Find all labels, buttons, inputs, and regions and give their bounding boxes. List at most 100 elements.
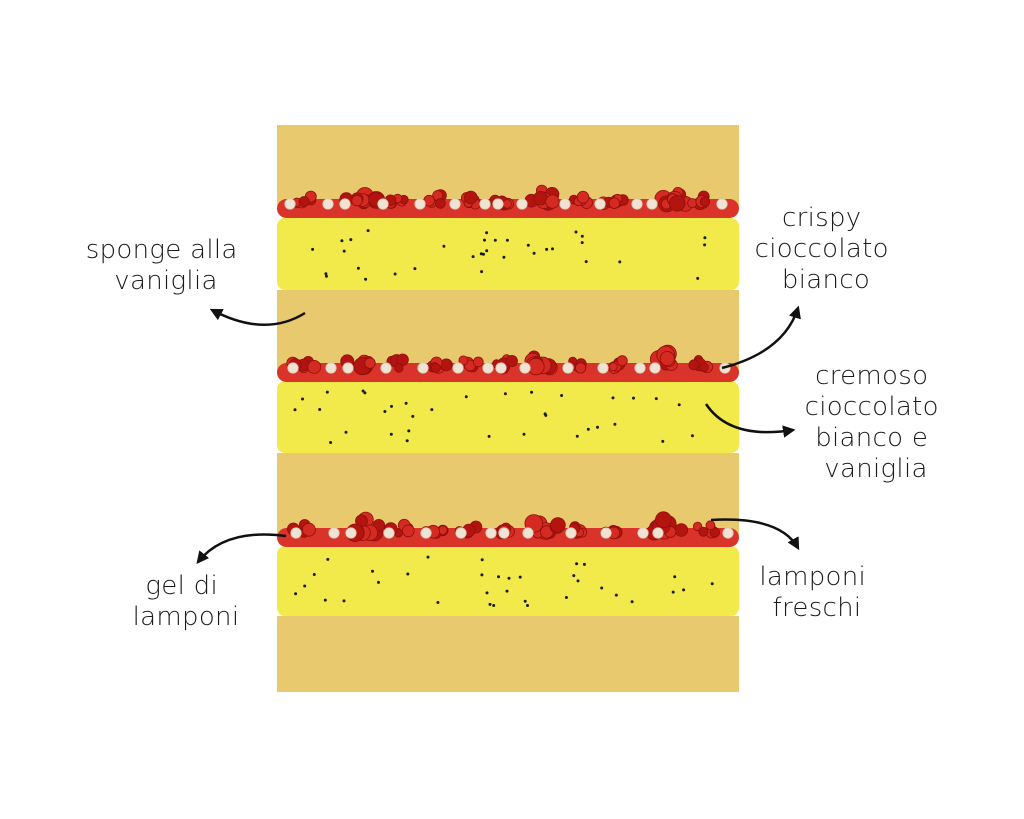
- crispy-pearl: [449, 198, 461, 210]
- cream-speck: [411, 414, 415, 418]
- cream-speck: [580, 234, 584, 238]
- cream-speck: [366, 229, 370, 233]
- cream-speck: [551, 247, 554, 251]
- crispy-pearl: [652, 527, 664, 539]
- cream-speck: [436, 601, 440, 604]
- crispy-pearl: [452, 362, 464, 374]
- label-lamponi: lamponi freschi: [759, 562, 874, 623]
- cream-speck: [507, 576, 511, 580]
- raspberry: [705, 520, 716, 531]
- cream-speck: [614, 593, 618, 597]
- cream-speck: [503, 392, 507, 396]
- crispy-pearl: [646, 198, 658, 210]
- cream-speck: [671, 590, 675, 594]
- label-sponge: sponge alla vaniglia: [86, 235, 247, 296]
- raspberry: [698, 526, 709, 537]
- arrow-gel: [196, 533, 287, 564]
- cream-speck: [582, 562, 586, 566]
- cream-speck: [505, 238, 509, 242]
- cream-speck: [596, 425, 599, 429]
- crispy-pearl: [325, 362, 337, 374]
- raspberry: [301, 522, 316, 537]
- raspberry: [351, 194, 363, 207]
- raspberry: [699, 362, 709, 373]
- raspberry: [688, 359, 700, 371]
- crispy-pearl: [649, 362, 661, 374]
- cream-speck: [487, 434, 491, 438]
- cream-speck: [560, 394, 564, 397]
- raspberry: [545, 194, 560, 209]
- cream-speck: [413, 267, 417, 271]
- cream-speck: [430, 408, 434, 412]
- cream-speck: [406, 572, 410, 576]
- cream-speck: [480, 270, 484, 274]
- cream-speck: [673, 575, 677, 579]
- cream-speck: [485, 249, 489, 253]
- raspberry: [401, 524, 415, 538]
- raspberry: [659, 351, 675, 367]
- crispy-pearl: [559, 198, 571, 210]
- cream-speck: [696, 276, 700, 280]
- crispy-pearl: [597, 362, 609, 374]
- crispy-pearl: [516, 198, 528, 210]
- crispy-pearl: [322, 198, 334, 210]
- cream-speck: [393, 272, 397, 276]
- cream-speck: [575, 434, 579, 438]
- cream-speck: [480, 558, 484, 562]
- label-crispy: crispy cioccolato bianco: [755, 203, 898, 295]
- cream-speck: [405, 439, 409, 443]
- raspberry: [463, 190, 478, 205]
- cream-speck: [526, 243, 530, 247]
- cream-speck: [505, 589, 509, 593]
- cream-speck: [682, 588, 686, 592]
- raspberry: [435, 198, 446, 209]
- cream-speck: [377, 580, 380, 584]
- cream-speck: [545, 247, 549, 251]
- cream-speck: [703, 243, 707, 247]
- crispy-pearl: [342, 362, 354, 374]
- cream-speck: [600, 586, 604, 590]
- raspberry: [394, 363, 404, 373]
- label-cremoso: cremoso cioccolato bianco e vaniglia: [805, 361, 948, 484]
- cream-speck: [532, 251, 536, 255]
- cream-speck: [356, 266, 360, 270]
- cream-speck: [526, 604, 529, 607]
- cremoso-layer: [277, 218, 739, 290]
- crispy-pearl: [339, 198, 351, 210]
- cream-speck: [703, 236, 707, 240]
- raspberry: [674, 523, 689, 537]
- raspberry: [699, 196, 711, 207]
- cream-speck: [329, 441, 333, 444]
- crispy-pearl: [345, 527, 357, 539]
- cream-speck: [442, 244, 446, 248]
- crispy-pearl: [479, 198, 491, 210]
- label-gel: gel di lamponi: [133, 571, 240, 632]
- cream-speck: [518, 575, 522, 579]
- cream-speck: [383, 410, 387, 413]
- cream-speck: [323, 598, 327, 602]
- cream-speck: [426, 555, 430, 559]
- crispy-pearl: [383, 527, 395, 539]
- crispy-pearl: [562, 362, 574, 374]
- cream-speck: [523, 599, 527, 603]
- crispy-pearl: [328, 527, 340, 539]
- raspberry: [502, 199, 512, 209]
- crispy-pearl: [482, 362, 494, 374]
- crispy-pearl: [631, 198, 643, 210]
- crispy-pearl: [565, 527, 577, 539]
- cream-speck: [344, 430, 348, 434]
- raspberry: [438, 525, 448, 535]
- cream-speck: [483, 238, 486, 242]
- raspberry: [709, 527, 721, 538]
- cream-speck: [654, 397, 658, 401]
- cream-speck: [575, 562, 579, 566]
- arrow-cremoso: [704, 403, 796, 438]
- crispy-pearl: [522, 527, 534, 539]
- crispy-pearl: [290, 527, 302, 539]
- crispy-pearl: [284, 198, 296, 210]
- cream-speck: [407, 429, 411, 433]
- cream-speck: [497, 575, 500, 579]
- crispy-pearl: [377, 198, 389, 210]
- cream-speck: [342, 599, 346, 603]
- crispy-pearl: [519, 362, 531, 374]
